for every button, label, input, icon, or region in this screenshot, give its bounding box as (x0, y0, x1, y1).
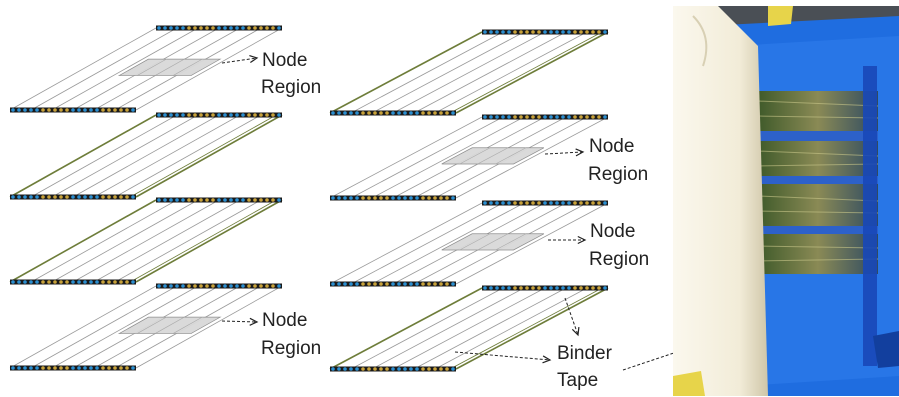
arrow-binder-a (564, 297, 580, 337)
left-back-tow-1 (156, 25, 282, 31)
left-ply-4 (9, 283, 283, 371)
left-front-tow-4 (10, 365, 136, 371)
left-ply-1 (9, 25, 283, 113)
node-label-2-node: Node (262, 310, 307, 331)
left-back-tow-2 (156, 112, 282, 118)
left-ply-2 (9, 112, 283, 200)
binder-label-tape: Tape (557, 370, 598, 391)
right-back-tow-1 (482, 29, 608, 35)
right-ply-1 (329, 29, 609, 116)
arrow-node-2 (221, 317, 259, 326)
right-front-tow-2 (330, 195, 456, 201)
arrow-node-1 (221, 55, 259, 64)
right-ply-3 (329, 200, 609, 287)
left-ply-stack (9, 25, 283, 371)
binder-label-binder: Binder (557, 343, 613, 364)
left-ply-3 (9, 197, 283, 285)
right-ply-4 (329, 285, 609, 372)
node-label-2-region: Region (261, 338, 321, 359)
right-ply-2 (329, 114, 609, 201)
node-label-3-region: Region (588, 164, 648, 185)
left-back-tow-3 (156, 197, 282, 203)
layup-photo (673, 6, 899, 396)
right-ply-stack (329, 29, 609, 372)
right-front-tow-3 (330, 281, 456, 287)
right-front-tow-1 (330, 110, 456, 116)
left-front-tow-3 (10, 279, 136, 285)
right-front-tow-4 (330, 366, 456, 372)
node-label-4-region: Region (589, 249, 649, 270)
left-back-tow-4 (156, 283, 282, 289)
arrow-binder-b (454, 351, 552, 364)
left-front-tow-1 (10, 107, 136, 113)
node-label-4-node: Node (590, 221, 635, 242)
right-back-tow-2 (482, 114, 608, 120)
node-label-3-node: Node (589, 136, 634, 157)
left-front-tow-2 (10, 194, 136, 200)
arrow-node-3 (544, 148, 585, 157)
node-label-1-node: Node (262, 50, 307, 71)
node-label-1-region: Region (261, 77, 321, 98)
right-back-tow-4 (482, 285, 608, 291)
arrow-node-4 (548, 235, 587, 245)
right-back-tow-3 (482, 200, 608, 206)
